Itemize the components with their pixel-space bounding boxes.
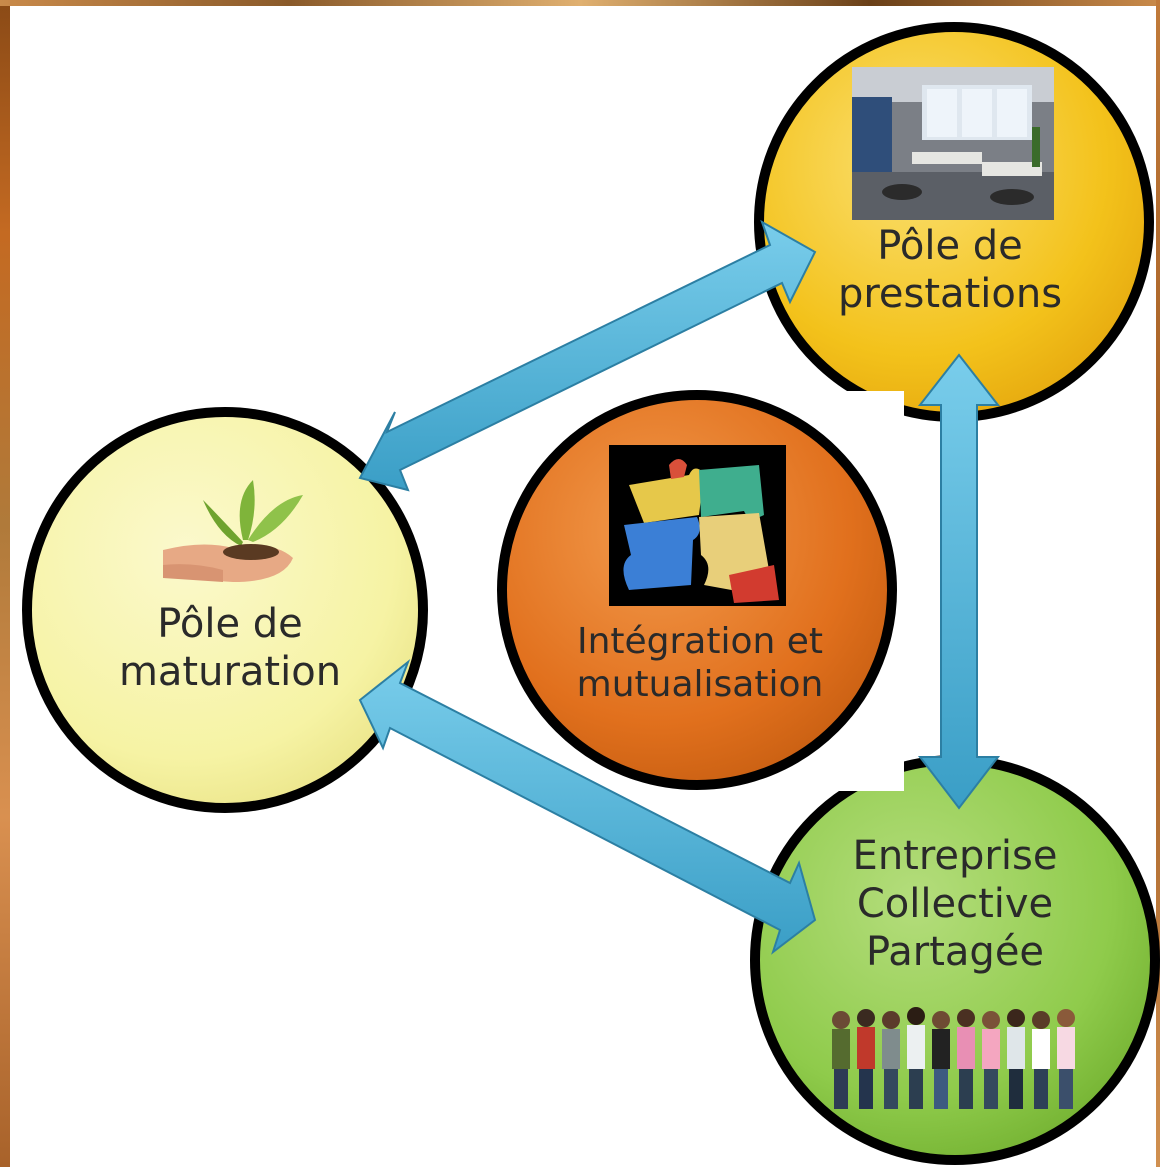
prestations-label: Pôle de prestations: [837, 223, 1063, 317]
arrow-maturation-entreprise: [358, 658, 817, 955]
puzzle-icon: [609, 445, 786, 606]
arrow-maturation-prestations: [358, 219, 817, 492]
hands-seedling-image: [163, 470, 313, 592]
group-people-image: [826, 1006, 1081, 1112]
office-photo-image: [852, 67, 1054, 220]
maturation-label: Pôle de maturation: [118, 601, 342, 695]
background-texture-left: [0, 0, 10, 1167]
background-texture-top: [0, 0, 1160, 6]
integration-label: Intégration et mutualisation: [576, 621, 824, 706]
arrow-prestations-entreprise: [917, 353, 1001, 810]
node-maturation-circle: [22, 407, 428, 813]
background-texture-right: [1156, 0, 1160, 1167]
entreprise-label: Entreprise Collective Partagée: [852, 833, 1058, 975]
